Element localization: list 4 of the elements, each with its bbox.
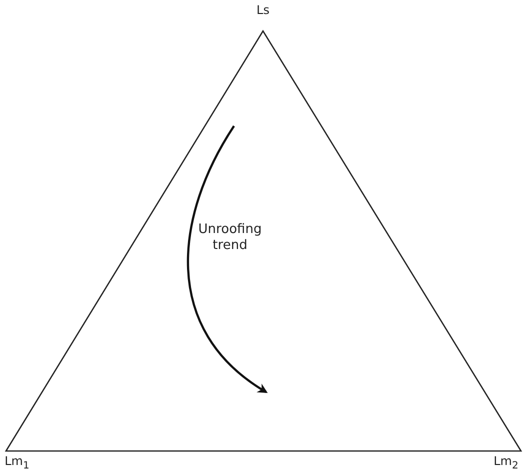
vertex-label: Lm$_{1}$ bbox=[4, 454, 30, 472]
vertex-label: Ls bbox=[256, 3, 270, 18]
trend-label: Unroofing trend bbox=[197, 222, 263, 254]
vertex-label: Lm$_{2}$ bbox=[494, 454, 518, 472]
